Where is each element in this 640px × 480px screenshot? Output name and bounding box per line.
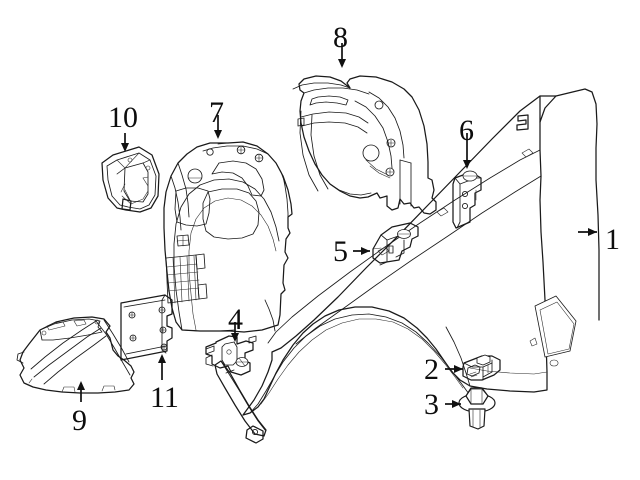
part-3-fender-hex-bolt [458, 387, 496, 430]
leader-6 [463, 133, 471, 169]
callout-label-9: 9 [72, 404, 87, 437]
leader-7 [214, 115, 222, 139]
callout-label-5: 5 [333, 235, 348, 268]
callout-label-4: 4 [228, 303, 243, 336]
part-2-fender-clip-nut [462, 354, 501, 381]
leader-2 [445, 365, 463, 373]
callout-label-7: 7 [209, 96, 224, 129]
leader-11 [158, 354, 166, 380]
leader-8 [338, 43, 346, 68]
part-1-fender-panel [242, 88, 600, 416]
callout-label-1: 1 [605, 223, 620, 256]
leader-3 [445, 400, 461, 408]
callout-label-3: 3 [424, 388, 439, 421]
callout-label-2: 2 [424, 353, 439, 386]
part-9-engine-splash-shield [16, 316, 135, 394]
leader-10 [121, 133, 129, 152]
part-6-fender-bracket-rear [452, 170, 482, 229]
leader-9 [77, 381, 85, 402]
leader-1 [578, 228, 597, 236]
leader-5 [353, 247, 370, 255]
part-7-wheelhouse-liner-front [163, 141, 293, 333]
part-4-fender-support-bracket [205, 335, 267, 444]
callout-label-10: 10 [108, 101, 138, 134]
part-8-wheelhouse-liner-rear [292, 75, 437, 215]
callout-label-6: 6 [459, 114, 474, 147]
part-10-air-duct-grille [101, 146, 160, 213]
callout-label-8: 8 [333, 21, 348, 54]
callout-label-11: 11 [150, 381, 179, 414]
leader-4 [231, 322, 239, 342]
part-5-fender-bracket-front [372, 222, 419, 266]
part-11-wheelhouse-cover-panel [120, 294, 173, 361]
